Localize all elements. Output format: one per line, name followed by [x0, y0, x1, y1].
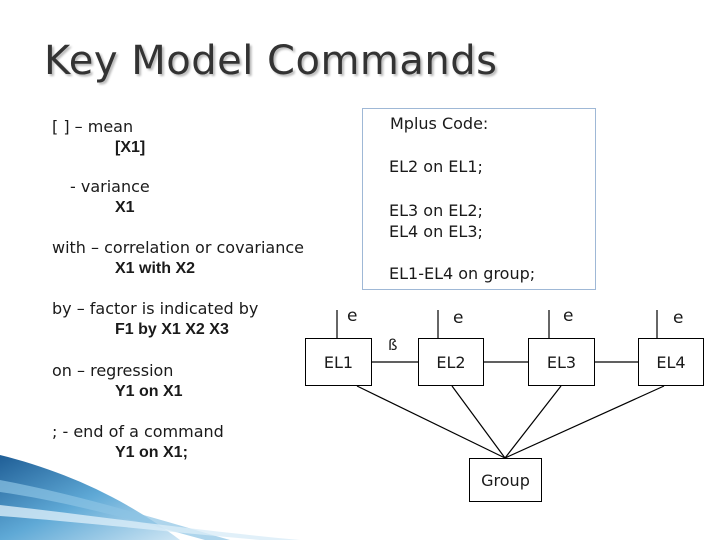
- semicolon-desc: ; - end of a command: [52, 422, 224, 441]
- mplus-code-line: EL4 on EL3;: [389, 222, 483, 241]
- on-desc: on – regression: [52, 361, 174, 380]
- mplus-code-line: EL2 on EL1;: [389, 157, 483, 176]
- decorative-swoosh: [0, 455, 300, 540]
- beta-label: ß: [388, 336, 398, 354]
- node-group: Group: [469, 458, 542, 502]
- mplus-code-box: [362, 108, 596, 290]
- mplus-code-line: EL3 on EL2;: [389, 201, 483, 220]
- mplus-code-line: EL1-EL4 on group;: [389, 264, 536, 283]
- on-example: Y1 on X1: [115, 383, 183, 400]
- mean-desc: [ ] – mean: [52, 117, 134, 136]
- with-example: X1 with X2: [115, 260, 196, 277]
- path-group-el4: [504, 385, 665, 459]
- error-label-el1: e: [347, 306, 358, 326]
- error-label-el2: e: [453, 308, 464, 328]
- node-el4: EL4: [638, 338, 704, 386]
- with-desc: with – correlation or covariance: [52, 238, 304, 257]
- path-group-el3: [504, 385, 562, 459]
- page-title: Key Model Commands: [44, 38, 498, 84]
- mean-example: [X1]: [115, 139, 146, 156]
- by-desc: by – factor is indicated by: [52, 299, 259, 318]
- variance-example: X1: [115, 199, 135, 216]
- variance-desc: - variance: [70, 177, 150, 196]
- path-group-el1: [356, 385, 506, 459]
- node-el3: EL3: [528, 338, 595, 386]
- error-label-el3: e: [563, 306, 574, 326]
- mplus-code-heading: Mplus Code:: [390, 114, 489, 133]
- node-el2: EL2: [418, 338, 484, 386]
- by-example: F1 by X1 X2 X3: [115, 321, 229, 338]
- semicolon-example: Y1 on X1;: [115, 444, 188, 461]
- node-el1: EL1: [305, 338, 372, 386]
- error-label-el4: e: [673, 308, 684, 328]
- path-group-el2: [451, 385, 506, 459]
